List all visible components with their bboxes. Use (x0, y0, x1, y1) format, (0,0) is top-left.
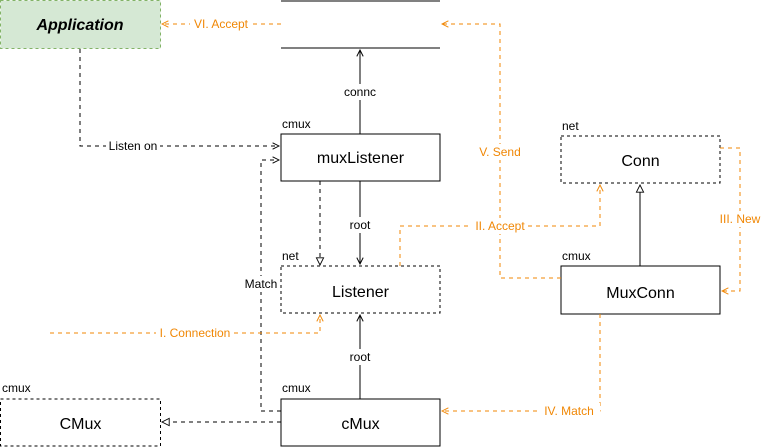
cmux-interface-box (0, 398, 161, 447)
edge-match-right: IV. Match (442, 314, 601, 419)
conn-box (560, 135, 721, 184)
edge-accept-app-label: VI. Accept (194, 17, 249, 31)
cmux-impl-title: cMux (341, 416, 379, 433)
edge-new-conn-label: III. New (720, 212, 761, 226)
cmux-interface-node: cmux CMux (0, 381, 161, 447)
mux-conn-title: MuxConn (606, 285, 674, 302)
edge-match-left: Match (242, 160, 281, 412)
edge-connection-line (50, 315, 320, 334)
edge-root-bottom-label: root (350, 350, 371, 364)
conn-title: Conn (621, 153, 659, 170)
mux-listener-box (280, 133, 441, 182)
application-box (0, 0, 161, 49)
edge-new-conn: III. New (717, 147, 761, 291)
edge-send-label: V. Send (479, 145, 521, 159)
edge-match-left-label: Match (245, 277, 278, 291)
mux-listener-title: muxListener (317, 150, 405, 167)
edge-root-top: root (346, 181, 374, 264)
edge-accept-listener-label: II. Accept (475, 219, 525, 233)
edge-listen-on: Listen on (79, 49, 279, 154)
edge-connection: I. Connection (50, 315, 320, 341)
edge-listen-on-label: Listen on (109, 139, 158, 153)
edge-connc-label: connc (344, 85, 376, 99)
edge-send-label-bg (476, 144, 524, 160)
edge-accept-listener: II. Accept (399, 185, 600, 266)
cmux-impl-node: cmux cMux (280, 381, 441, 447)
mux-listener-node: cmux muxListener (280, 117, 441, 182)
application-title: Application (35, 17, 123, 34)
cmux-interface-title: CMux (60, 416, 102, 433)
cmux-interface-pkg: cmux (2, 381, 31, 395)
edge-new-conn-label-bg (717, 211, 761, 227)
edge-match-left-label-bg (242, 276, 280, 292)
connc-channel-node (281, 0, 440, 49)
edge-send: V. Send (442, 24, 561, 279)
edge-accept-app: VI. Accept (162, 16, 281, 32)
edge-connc-label-bg (342, 84, 378, 100)
edge-accept-listener-label-bg (472, 218, 528, 234)
conn-pkg: net (562, 119, 579, 133)
edge-root-top-label-bg (346, 217, 374, 233)
edge-connection-label: I. Connection (160, 326, 231, 340)
edge-connc: connc (342, 50, 378, 134)
cmux-impl-box (280, 398, 441, 447)
edge-match-right-line (442, 314, 601, 411)
edge-connection-label-bg (156, 325, 234, 341)
conn-node: net Conn (560, 119, 721, 184)
mux-conn-pkg: cmux (562, 249, 591, 263)
edge-listen-on-line (79, 49, 279, 146)
edge-listen-on-label-bg (106, 138, 160, 154)
mux-listener-pkg: cmux (282, 117, 311, 131)
mux-conn-box (560, 265, 721, 315)
listener-box (280, 265, 441, 314)
edge-root-bottom-label-bg (346, 349, 374, 365)
edge-match-right-label-bg (538, 403, 600, 419)
application-node: Application (0, 0, 161, 49)
listener-pkg: net (282, 249, 299, 263)
mux-conn-node: cmux MuxConn (560, 249, 721, 315)
listener-title: Listener (332, 284, 390, 301)
cmux-impl-pkg: cmux (282, 381, 311, 395)
edge-match-right-label: IV. Match (544, 404, 594, 418)
edge-root-bottom: root (346, 315, 374, 399)
edge-accept-app-label-bg (190, 16, 252, 32)
edge-root-top-label: root (350, 218, 371, 232)
listener-node: net Listener (280, 249, 441, 314)
